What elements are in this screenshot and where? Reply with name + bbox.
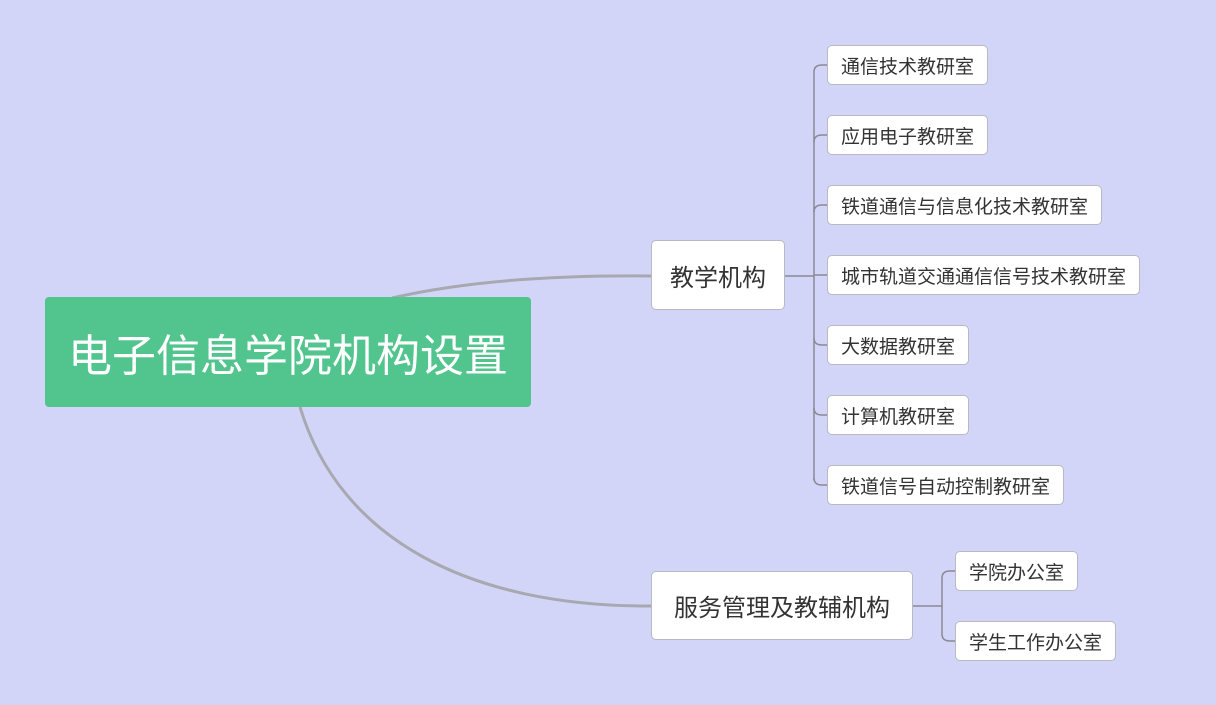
connector-leaf-5 [813,337,828,346]
connector-leaf-6 [813,407,828,416]
leaf-topic[interactable]: 学院办公室 [955,551,1079,591]
connector-leaf-2 [813,134,828,143]
branch-service[interactable]: 服务管理及教辅机构 [651,571,913,640]
connector-leaf-8 [941,570,956,579]
connector-root-to-service [298,406,653,608]
leaf-topic[interactable]: 计算机教研室 [827,395,970,435]
leaf-topic[interactable]: 大数据教研室 [827,325,970,365]
connector-root-to-teaching [391,274,653,300]
connector-service-trunk [913,578,943,634]
root-topic[interactable]: 电子信息学院机构设置 [45,297,531,407]
connector-leaf-9 [941,633,956,642]
leaf-topic[interactable]: 铁道信号自动控制教研室 [827,465,1065,505]
connector-leaf-7 [813,477,828,486]
connector-leaf-3 [813,204,828,213]
connector-teaching-trunk [785,72,815,480]
connector-leaf-1 [813,64,828,73]
branch-teaching[interactable]: 教学机构 [651,240,785,310]
leaf-topic[interactable]: 应用电子教研室 [827,115,989,155]
leaf-topic[interactable]: 通信技术教研室 [827,45,989,85]
leaf-topic[interactable]: 铁道通信与信息化技术教研室 [827,185,1103,225]
leaf-topic[interactable]: 城市轨道交通通信信号技术教研室 [827,255,1141,295]
leaf-topic[interactable]: 学生工作办公室 [955,621,1117,661]
